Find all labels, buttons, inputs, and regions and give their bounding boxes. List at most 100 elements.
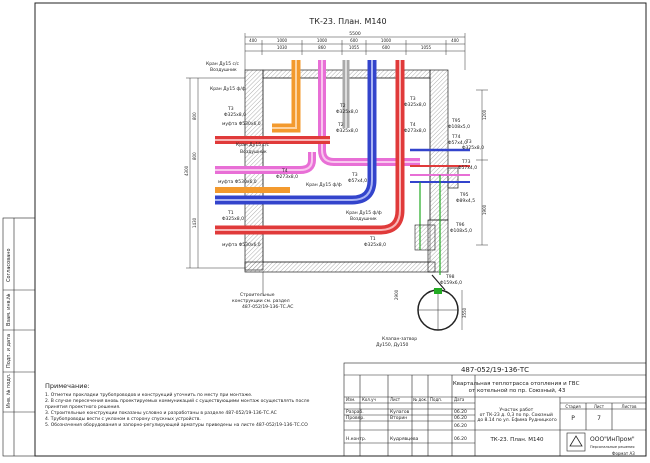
dimension-lines-left xyxy=(186,77,245,269)
stamp-date: 06.20 xyxy=(454,436,467,442)
dimension-lines-top xyxy=(244,33,466,70)
dim-right: 3550 xyxy=(462,307,467,318)
label-t3-mid-size: Φ57x4,0 xyxy=(348,178,367,184)
note-item: 3. Строительные конструкции показаны усл… xyxy=(45,410,277,416)
dim-overall: 5500 xyxy=(349,31,361,37)
label-t2-center: Т2 xyxy=(339,103,346,109)
dim-top: 400 xyxy=(249,38,257,43)
label-vozdush-top: Воздушник xyxy=(210,67,237,73)
label-t2-lower-size: Φ325x8,0 xyxy=(336,128,358,134)
notes-heading: Примечание: xyxy=(45,382,90,390)
dim-mid: 1030 xyxy=(277,45,288,50)
stamp-name: Вторин xyxy=(390,415,407,421)
dim-mid: 1055 xyxy=(421,45,432,50)
stamp-col-head: № док. xyxy=(413,397,427,402)
dim-top: 600 xyxy=(350,38,358,43)
label-t2-center-size: Φ325x8,0 xyxy=(336,109,358,115)
company-sub: Персональные решения xyxy=(590,445,635,449)
label-t74-size: Φ57x4,0 xyxy=(448,140,467,146)
label-t98-size: Φ159x6,0 xyxy=(440,280,462,286)
label-muft: муфта Φ530x6,0 xyxy=(222,242,261,248)
label-t4-right: Т4 xyxy=(409,122,416,128)
label-t96: Т96 xyxy=(455,222,465,228)
stamp-rows: Разраб. Кулагов 06.20 Провер. Вторин 06.… xyxy=(346,409,467,442)
company-logo xyxy=(566,432,586,452)
project-title: Квартальная теплотрасса отопления и ГВС … xyxy=(453,381,581,394)
label-t4: Т4 xyxy=(281,168,288,174)
stamp-date: 06.20 xyxy=(454,415,467,421)
label-t3-size: Φ325x8,0 xyxy=(224,112,246,118)
sheet-title: ТК-23. План. М140 xyxy=(489,437,544,443)
label-t3: Т3 xyxy=(227,106,234,112)
dim-left: 800 xyxy=(192,112,197,120)
label-t1-left: Т1 xyxy=(227,210,234,216)
sheets-head: Листов xyxy=(622,404,638,409)
label-t95b: Т95 xyxy=(459,192,469,198)
dim-top: 1000 xyxy=(277,38,288,43)
sheet-number: 7 xyxy=(597,415,601,422)
dim-top: 1000 xyxy=(317,38,328,43)
pipe-labels: Кран Ду15 с/с Воздушник Кран Ду15 ф/ф Т3… xyxy=(206,61,484,286)
label-t2-lower: Т2 xyxy=(337,122,344,128)
company-name: ООО"ИнПром" xyxy=(590,436,635,443)
label-t95b-size: Φ89x4,5 xyxy=(456,198,475,204)
stamp-role: Разраб. xyxy=(346,409,364,415)
notes-list: 1. Отметки прокладки трубопроводов и кон… xyxy=(45,391,310,428)
dim-left: 1430 xyxy=(192,217,197,228)
label-t96-size: Φ108x5,0 xyxy=(450,228,472,234)
stage-value: Р xyxy=(571,415,575,422)
label-t95: Т95 xyxy=(451,118,461,124)
pipe-t3-core xyxy=(272,60,297,129)
side-stamp xyxy=(2,217,36,457)
label-t3-right-size: Φ325x8,0 xyxy=(404,102,426,108)
dim-right: 1900 xyxy=(482,204,487,215)
label-muft: муфта Φ530x6,0 xyxy=(218,179,257,185)
side-stamp-label: Подп. и дата xyxy=(6,334,12,368)
label-vozdush-low: Воздушник xyxy=(350,216,377,222)
dim-mid: 1055 xyxy=(349,45,360,50)
sheet-head: Лист xyxy=(594,404,605,409)
stamp-col-head: Изм. xyxy=(346,397,355,402)
label-t98: Т98 xyxy=(445,274,455,280)
dim-mid: 600 xyxy=(382,45,390,50)
label-kran-ff-top: Кран Ду15 ф/ф xyxy=(210,86,246,92)
stage-head: Стадия xyxy=(565,404,581,409)
side-stamp-label: Инв. № подл. xyxy=(6,373,12,408)
pipe-t4-core xyxy=(321,60,420,163)
side-stamp-label: Согласовано xyxy=(6,248,12,282)
note-item: принятия проектного решения. xyxy=(45,405,120,410)
pipe-network xyxy=(215,60,470,291)
label-t3-mid: Т3 xyxy=(351,172,358,178)
section-title: Участок работ от ТК-23 д. 0,3 по пр. Сою… xyxy=(477,407,557,423)
label-t1-center: Т1 xyxy=(369,236,376,242)
label-kran-ff-low: Кран Ду15 ф/ф xyxy=(346,210,382,216)
label-build-note: Строительные конструкции см. раздел 487-… xyxy=(232,292,293,310)
stamp-col-head: Дата xyxy=(454,397,465,402)
stamp-col-head: Подп. xyxy=(430,397,442,402)
note-item: 4. Трубопроводы вести с уклоном в сторон… xyxy=(45,415,201,422)
side-stamp-label: Взам. инв.№ xyxy=(6,293,12,326)
label-t74: Т74 xyxy=(451,134,461,140)
note-item: 2. В случае пересечения вновь проектируе… xyxy=(45,397,310,404)
stamp-date: 06.20 xyxy=(454,423,467,429)
dim-right: 1200 xyxy=(482,109,487,120)
dim-left: 800 xyxy=(192,152,197,160)
label-t73-size: Φ57x4,0 xyxy=(458,165,477,171)
elev-right: 2900 xyxy=(394,289,399,300)
stamp-col-head: Кол.уч xyxy=(362,397,376,402)
stamp-date: 06.20 xyxy=(454,409,467,415)
dim-top: 1000 xyxy=(381,38,392,43)
stamp-col-head: Лист xyxy=(390,397,401,402)
label-t73: Т73 xyxy=(461,159,471,165)
label-kran-ff-mid: Кран Ду15 ф/ф xyxy=(306,182,342,188)
dim-mid: 860 xyxy=(318,45,326,50)
label-t95-size: Φ108x5,0 xyxy=(448,124,470,130)
label-t3-r2-size: Φ325x8,0 xyxy=(462,145,484,151)
stamp-role: Н.контр. xyxy=(346,436,366,442)
sheet-format: Формат А3 xyxy=(612,451,635,456)
note-item: 5. Обозначения оборудования и запорно-ре… xyxy=(45,421,308,428)
plan-title: ТК-23. План. М140 xyxy=(308,17,386,26)
label-kran-top: Кран Ду15 с/с xyxy=(206,61,240,67)
